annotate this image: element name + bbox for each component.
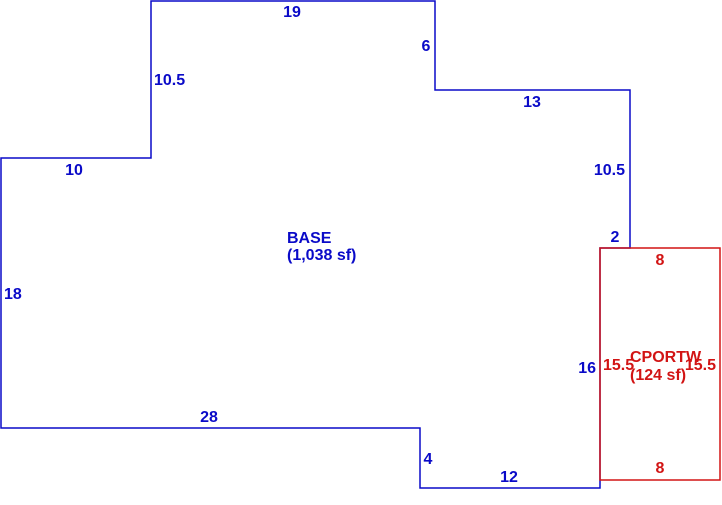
base-area-size: (1,038 sf) [287, 247, 356, 264]
dimension-label: 18 [4, 286, 22, 303]
dimension-label: 16 [578, 360, 596, 377]
carport-area-outline [599, 247, 721, 481]
dimension-label: 4 [424, 451, 433, 468]
dimension-label: 10.5 [154, 72, 185, 89]
base-area-name: BASE [287, 230, 332, 247]
dimension-label: 8 [656, 252, 665, 269]
dimension-label: 10 [65, 162, 83, 179]
dimension-label: 15.5 [685, 357, 716, 374]
dimension-label: 12 [500, 469, 518, 486]
dimension-label: 6 [422, 38, 431, 55]
dimension-label: 28 [200, 409, 218, 426]
dimension-label: 2 [611, 229, 620, 246]
dimension-label: 15.5 [603, 357, 634, 374]
base-area-outline [0, 0, 631, 489]
carport-area-size: (124 sf) [630, 367, 686, 384]
dimension-label: 19 [283, 4, 301, 21]
carport-area-name: CPORTW [630, 349, 702, 366]
dimension-label: 13 [523, 94, 541, 111]
dimension-label: 8 [656, 460, 665, 477]
dimension-label: 10.5 [594, 162, 625, 179]
